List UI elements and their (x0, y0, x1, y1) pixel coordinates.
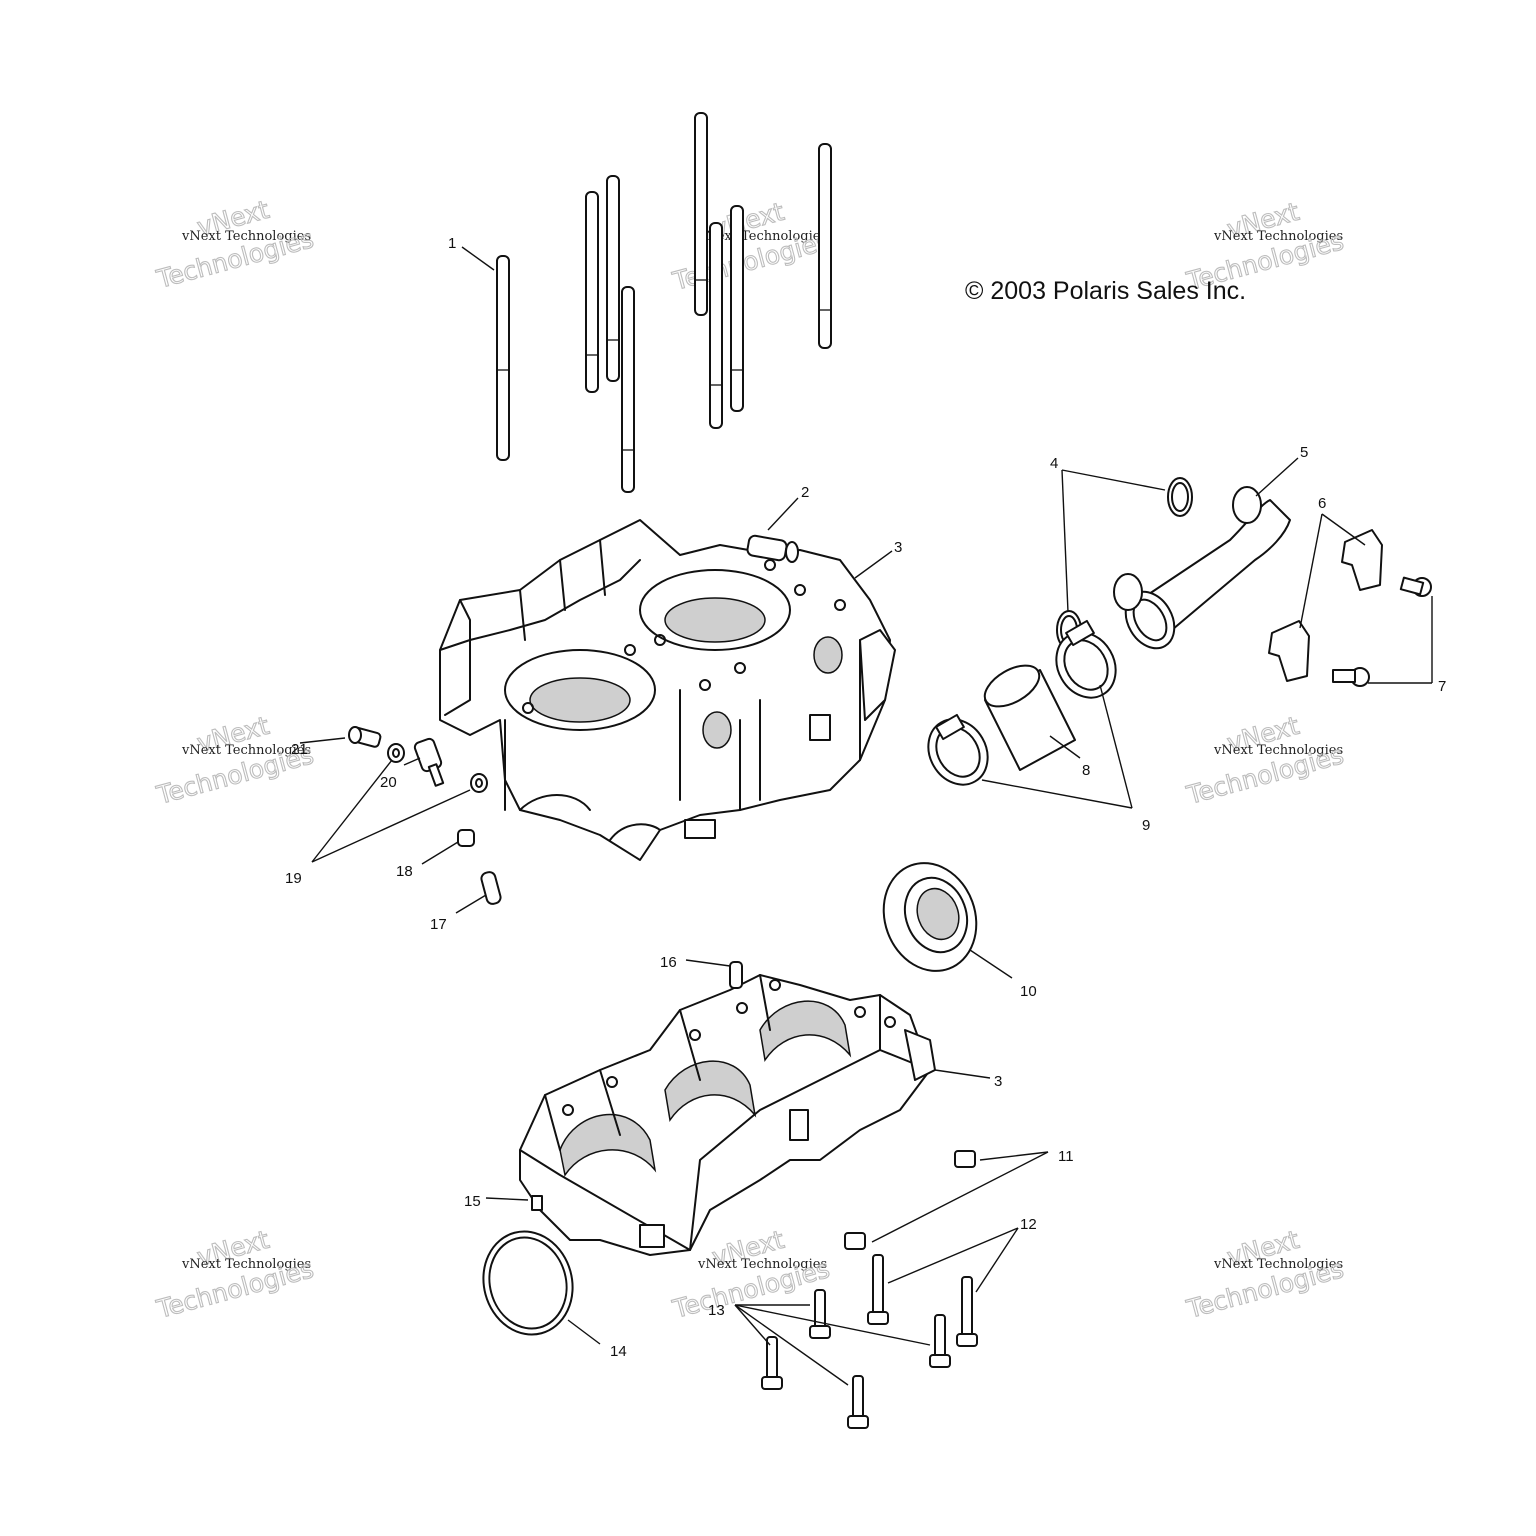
bolt (956, 1276, 978, 1347)
part-16-dowel-pin (729, 961, 743, 989)
part-7-screws (1332, 576, 1432, 687)
watermark-top-center: vNext vNext Technologies Technologies (669, 196, 834, 296)
svg-text:vNext Technologies: vNext Technologies (1213, 1257, 1343, 1272)
svg-text:vNext Technologies: vNext Technologies (181, 743, 311, 758)
copyright-notice: © 2003 Polaris Sales Inc. (965, 277, 1246, 305)
bolt (809, 1289, 831, 1339)
watermark-bottom-right: vNext vNext Technologies Technologies (1183, 1224, 1348, 1324)
part-5-elbow-hose (1113, 486, 1291, 650)
watermark-bottom-left: vNext vNext Technologies Technologies (153, 1224, 318, 1324)
part-15-locating-pin (531, 1195, 543, 1211)
callout-17: 17 (430, 916, 447, 933)
callout-10: 10 (1020, 983, 1037, 1000)
watermark-mid-right: vNext vNext Technologies Technologies (1183, 710, 1348, 810)
callout-12: 12 (1020, 1216, 1037, 1233)
callout-3-lower: 3 (994, 1073, 1002, 1090)
part-20-valve (413, 737, 445, 787)
bolt (929, 1314, 951, 1368)
svg-text:vNext Technologies: vNext Technologies (181, 229, 311, 244)
callout-6: 6 (1318, 495, 1326, 512)
part-9-hose-clamps (927, 619, 1117, 786)
part-17-sleeve (480, 871, 502, 905)
part-8-coupling-hose (983, 664, 1076, 771)
callout-19: 19 (285, 870, 302, 887)
watermark-mid-left: vNext vNext Technologies Technologies (153, 710, 318, 810)
bolt (867, 1254, 889, 1325)
callout-20: 20 (380, 774, 397, 791)
callout-11: 11 (1058, 1148, 1074, 1165)
part-2-dowel (746, 534, 799, 563)
callout-16: 16 (660, 954, 677, 971)
callout-21: 21 (291, 741, 308, 758)
part-6-brackets (1268, 529, 1383, 682)
part-10-seal (882, 862, 978, 972)
callout-labels: 1 2 3 4 5 6 7 8 9 10 3 11 12 13 14 15 16… (285, 235, 1446, 1360)
svg-text:vNext Technologies: vNext Technologies (181, 1257, 311, 1272)
part-12-bolts (867, 1254, 978, 1347)
callout-5: 5 (1300, 444, 1308, 461)
svg-text:vNext Technologies: vNext Technologies (697, 229, 827, 244)
part-3-lower-crankcase (519, 961, 936, 1256)
watermark-top-left: vNext vNext Technologies Technologies (153, 194, 318, 294)
stud (818, 143, 832, 349)
callout-15: 15 (464, 1193, 481, 1210)
part-13-bolts (761, 1289, 951, 1429)
part-1-studs (496, 112, 832, 493)
stud (496, 255, 510, 461)
stud (709, 222, 723, 429)
callout-3-upper: 3 (894, 539, 902, 556)
callout-2: 2 (801, 484, 809, 501)
callout-7: 7 (1438, 678, 1446, 695)
part-11-plugs (844, 1150, 976, 1250)
callout-13: 13 (708, 1302, 725, 1319)
svg-text:vNext Technologies: vNext Technologies (1213, 229, 1343, 244)
stud (730, 205, 744, 412)
part-14-snap-ring (482, 1230, 574, 1336)
callout-9: 9 (1142, 817, 1150, 834)
leader-lines (299, 246, 1433, 1386)
stud (606, 175, 620, 382)
callout-4: 4 (1050, 455, 1058, 472)
svg-text:vNext Technologies: vNext Technologies (1213, 743, 1343, 758)
callout-1: 1 (448, 235, 456, 252)
callout-8: 8 (1082, 762, 1090, 779)
bolt (847, 1375, 869, 1429)
stud (694, 112, 708, 316)
part-19-washers (387, 743, 488, 793)
callout-14: 14 (610, 1343, 627, 1360)
part-21-fitting (348, 726, 382, 748)
stud (585, 191, 599, 393)
part-3-upper-crankcase (439, 519, 896, 861)
part-18-plug (457, 829, 475, 847)
callout-18: 18 (396, 863, 413, 880)
stud (621, 286, 635, 493)
bolt (761, 1336, 783, 1390)
svg-text:vNext Technologies: vNext Technologies (697, 1257, 827, 1272)
